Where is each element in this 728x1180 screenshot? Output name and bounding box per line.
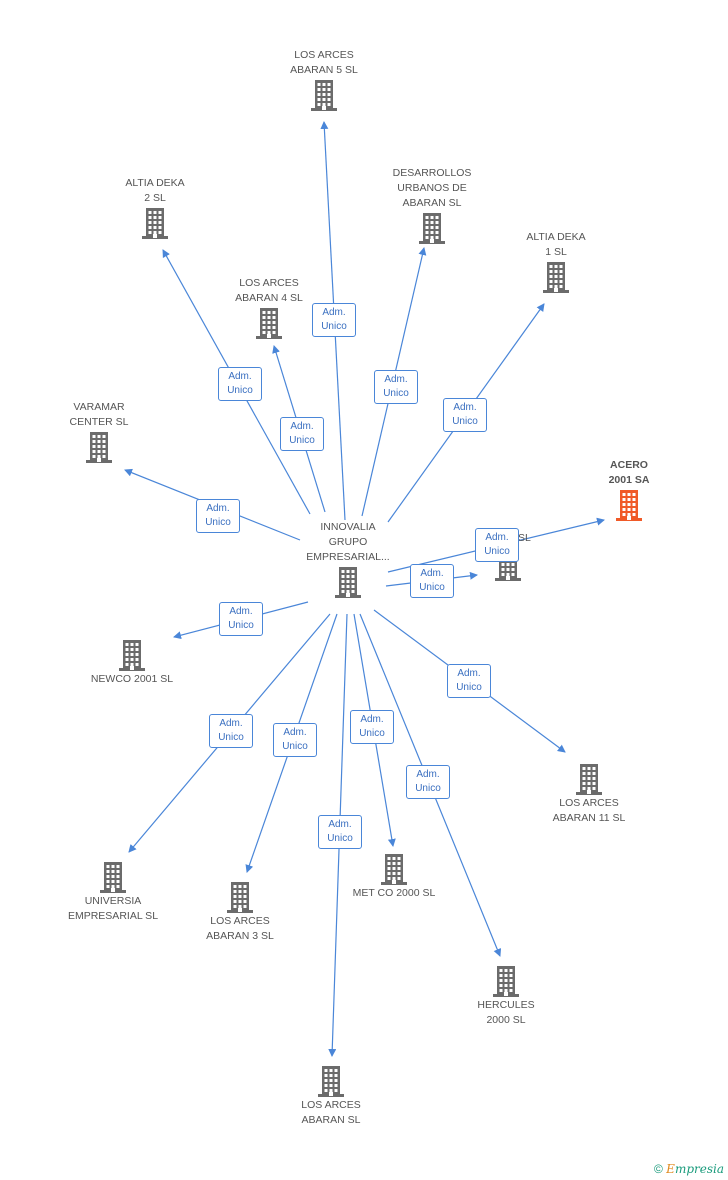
relation-badge[interactable]: Adm. Unico bbox=[312, 303, 356, 337]
brand-logo-rest: mpresia bbox=[674, 1162, 724, 1176]
building-icon bbox=[142, 208, 168, 239]
company-label: NEWCO 2001 SL bbox=[90, 673, 174, 685]
relation-badge[interactable]: Adm. Unico bbox=[350, 710, 394, 744]
company-label: UNIVERSIA EMPRESARIAL SL bbox=[67, 895, 159, 922]
building-icon bbox=[86, 432, 112, 463]
company-node-universia-empresarial[interactable]: UNIVERSIA EMPRESARIAL SL bbox=[63, 860, 163, 924]
company-label: LOS ARCES ABARAN 4 SL bbox=[235, 277, 303, 304]
company-node-desarrollos-urbanos[interactable]: DESARROLLOS URBANOS DE ABARAN SL bbox=[382, 166, 482, 245]
company-label: ACERO 2001 SA bbox=[608, 459, 650, 486]
company-node-varamar-center[interactable]: VARAMAR CENTER SL bbox=[49, 400, 149, 464]
building-icon bbox=[119, 640, 145, 671]
company-node-hercules-2000[interactable]: HERCULES 2000 SL bbox=[456, 964, 556, 1028]
company-node-los-arces-abaran[interactable]: LOS ARCES ABARAN SL bbox=[281, 1064, 381, 1128]
relation-badge[interactable]: Adm. Unico bbox=[318, 815, 362, 849]
building-icon bbox=[318, 1066, 344, 1097]
relation-badge[interactable]: Adm. Unico bbox=[410, 564, 454, 598]
company-label: SL bbox=[518, 532, 531, 544]
relation-badge[interactable]: Adm. Unico bbox=[280, 417, 324, 451]
building-icon bbox=[616, 490, 642, 521]
building-icon bbox=[311, 80, 337, 111]
relation-badge[interactable]: Adm. Unico bbox=[209, 714, 253, 748]
company-label: LOS ARCES ABARAN 11 SL bbox=[552, 797, 626, 824]
company-label: LOS ARCES ABARAN SL bbox=[301, 1099, 361, 1126]
company-label: LOS ARCES ABARAN 5 SL bbox=[290, 49, 358, 76]
relation-badge[interactable]: Adm. Unico bbox=[273, 723, 317, 757]
relation-badge[interactable]: Adm. Unico bbox=[374, 370, 418, 404]
building-icon bbox=[100, 862, 126, 893]
relation-badge[interactable]: Adm. Unico bbox=[218, 367, 262, 401]
building-icon bbox=[381, 854, 407, 885]
building-icon bbox=[576, 764, 602, 795]
building-icon bbox=[493, 966, 519, 997]
company-node-los-arces-abaran-5[interactable]: LOS ARCES ABARAN 5 SL bbox=[274, 48, 374, 112]
company-node-altia-deka-1[interactable]: ALTIA DEKA 1 SL bbox=[506, 230, 606, 294]
relation-badge[interactable]: Adm. Unico bbox=[196, 499, 240, 533]
building-icon bbox=[419, 213, 445, 244]
relation-badge[interactable]: Adm. Unico bbox=[447, 664, 491, 698]
company-label: HERCULES 2000 SL bbox=[477, 999, 535, 1026]
building-icon bbox=[227, 882, 253, 913]
company-node-center[interactable]: INNOVALIA GRUPO EMPRESARIAL... bbox=[298, 520, 398, 599]
company-node-altia-deka-2[interactable]: ALTIA DEKA 2 SL bbox=[105, 176, 205, 240]
brand-logo-initial: E bbox=[666, 1162, 675, 1176]
company-label: LOS ARCES ABARAN 3 SL bbox=[206, 915, 274, 942]
company-label: DESARROLLOS URBANOS DE ABARAN SL bbox=[392, 167, 472, 209]
company-node-los-arces-abaran-3[interactable]: LOS ARCES ABARAN 3 SL bbox=[190, 880, 290, 944]
company-label: MET CO 2000 SL bbox=[352, 887, 436, 899]
footer-brand: © Empresia bbox=[654, 1162, 724, 1176]
relation-badge[interactable]: Adm. Unico bbox=[219, 602, 263, 636]
copyright-symbol: © bbox=[653, 1162, 663, 1176]
company-label: INNOVALIA GRUPO EMPRESARIAL... bbox=[306, 521, 390, 563]
company-node-los-arces-abaran-11[interactable]: LOS ARCES ABARAN 11 SL bbox=[539, 762, 639, 826]
company-label: VARAMAR CENTER SL bbox=[69, 401, 129, 428]
building-icon bbox=[543, 262, 569, 293]
company-node-met-co-2000[interactable]: MET CO 2000 SL bbox=[344, 852, 444, 901]
company-node-los-arces-abaran-4[interactable]: LOS ARCES ABARAN 4 SL bbox=[219, 276, 319, 340]
relation-badge[interactable]: Adm. Unico bbox=[443, 398, 487, 432]
relation-badge[interactable]: Adm. Unico bbox=[406, 765, 450, 799]
building-icon bbox=[256, 308, 282, 339]
company-label: ALTIA DEKA 1 SL bbox=[526, 231, 586, 258]
company-node-acero-2001[interactable]: ACERO 2001 SA bbox=[579, 458, 679, 522]
building-icon bbox=[335, 567, 361, 598]
company-label: ALTIA DEKA 2 SL bbox=[125, 177, 185, 204]
relation-badge[interactable]: Adm. Unico bbox=[475, 528, 519, 562]
company-node-newco-2001[interactable]: NEWCO 2001 SL bbox=[82, 638, 182, 687]
